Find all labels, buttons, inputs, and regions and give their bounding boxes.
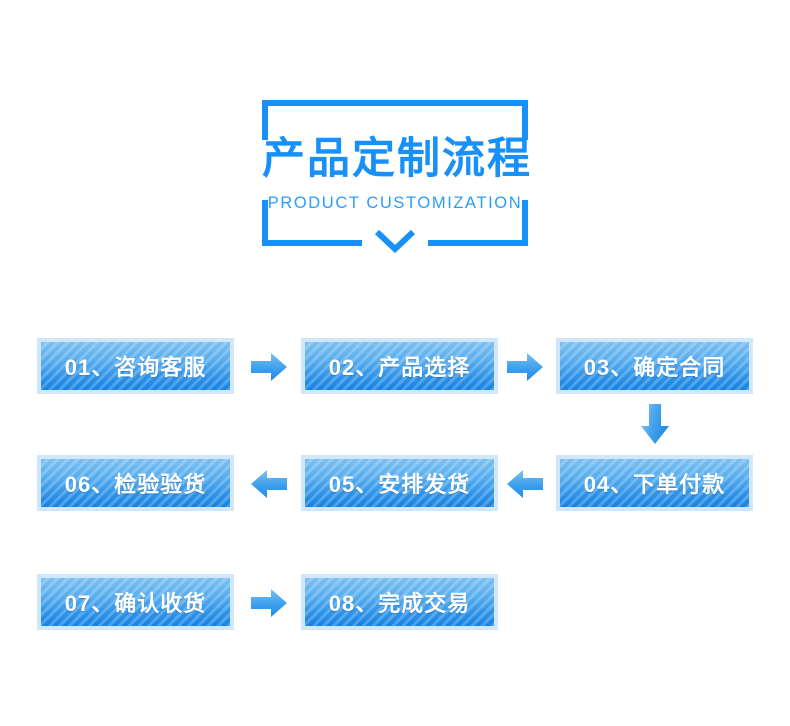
step-box-06[interactable]: 06、检验验货: [37, 455, 234, 511]
step-box-01[interactable]: 01、咨询客服: [37, 338, 234, 394]
step-box-03[interactable]: 03、确定合同: [556, 338, 753, 394]
page-header: 产品定制流程 PRODUCT CUSTOMIZATION: [0, 0, 790, 300]
step-box-08[interactable]: 08、完成交易: [301, 574, 498, 630]
bracket-top-rail: [262, 100, 528, 106]
bracket-bottom-rail-left: [262, 240, 362, 246]
header-bracket-frame: 产品定制流程 PRODUCT CUSTOMIZATION: [262, 100, 532, 254]
step-label: 08、完成交易: [328, 591, 471, 616]
step-label: 03、确定合同: [583, 355, 726, 380]
bracket-bottom-left-stub: [262, 200, 268, 246]
page-subtitle: PRODUCT CUSTOMIZATION: [267, 194, 523, 212]
arrow-down-icon: [640, 403, 670, 445]
bracket-top-left-stub: [262, 100, 268, 140]
bracket-top-right-stub: [522, 100, 528, 140]
step-box-07[interactable]: 07、确认收货: [37, 574, 234, 630]
arrow-right-icon: [250, 588, 288, 618]
page-title: 产品定制流程: [262, 135, 532, 183]
step-label: 07、确认收货: [64, 591, 207, 616]
arrow-left-icon: [250, 469, 288, 499]
step-label: 06、检验验货: [64, 472, 207, 497]
step-label: 05、安排发货: [328, 472, 471, 497]
step-label: 01、咨询客服: [64, 355, 207, 380]
arrow-right-icon: [250, 352, 288, 382]
bracket-bottom-rail-right: [428, 240, 528, 246]
step-box-05[interactable]: 05、安排发货: [301, 455, 498, 511]
step-label: 04、下单付款: [583, 472, 726, 497]
arrow-left-icon: [506, 469, 544, 499]
arrow-right-icon: [506, 352, 544, 382]
step-box-04[interactable]: 04、下单付款: [556, 455, 753, 511]
bracket-bottom-right-stub: [522, 200, 528, 246]
chevron-down-icon: [374, 228, 416, 254]
step-label: 02、产品选择: [328, 355, 471, 380]
step-box-02[interactable]: 02、产品选择: [301, 338, 498, 394]
